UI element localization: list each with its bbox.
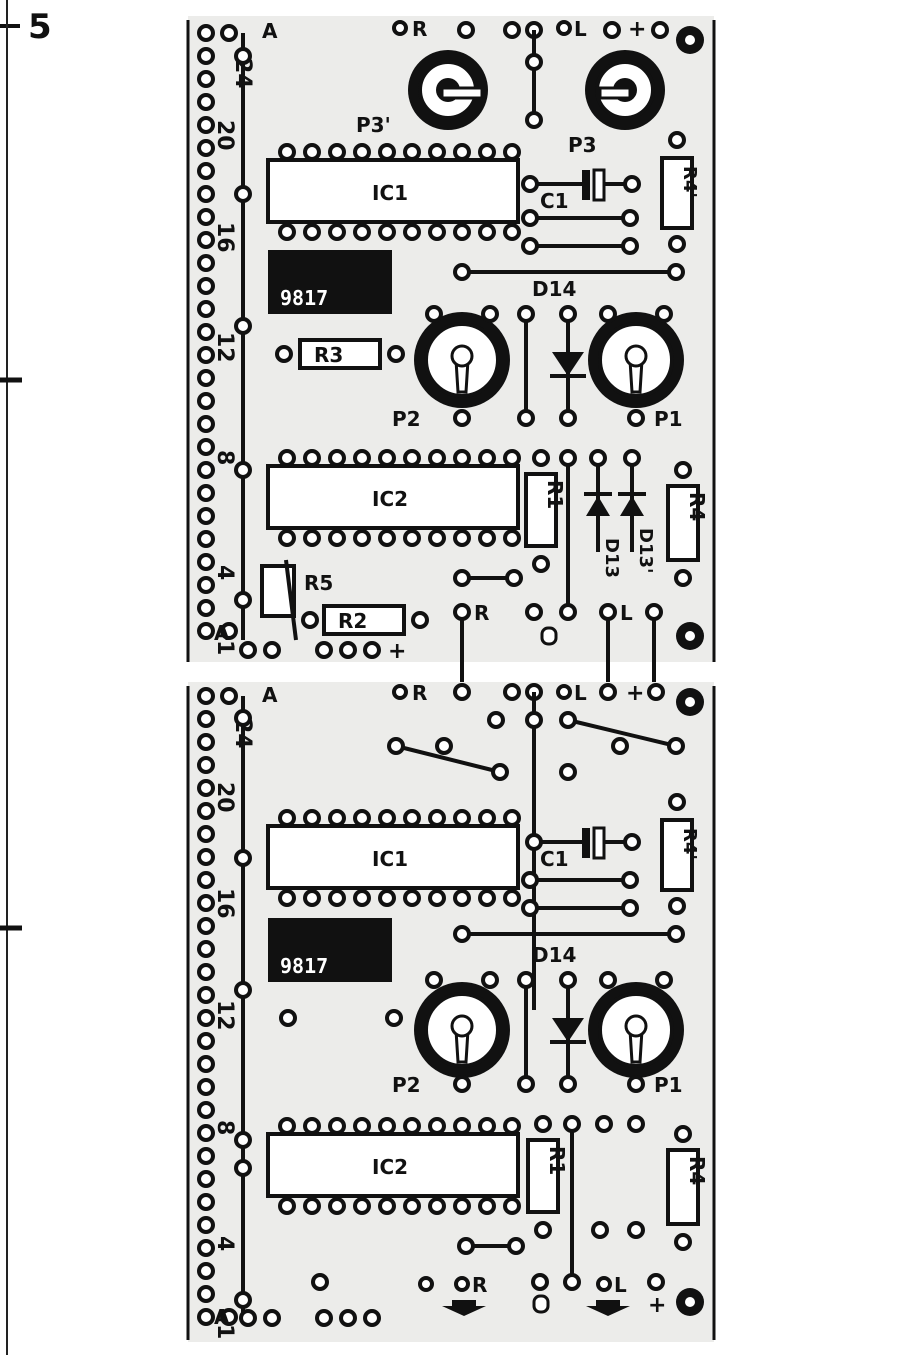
- svg-text:R2: R2: [338, 609, 367, 633]
- top-connection-labels: R L +: [392, 17, 704, 54]
- svg-text:A: A: [262, 19, 278, 43]
- c1-capacitor: C1: [525, 826, 641, 871]
- r4-prime-resistor: R4': [660, 793, 700, 915]
- r2-resistor: R2: [301, 604, 429, 636]
- svg-text:IC2: IC2: [372, 1155, 408, 1179]
- svg-text:8: 8: [212, 450, 237, 465]
- svg-text:P2: P2: [392, 407, 421, 431]
- svg-text:C1: C1: [540, 847, 569, 871]
- svg-text:R: R: [412, 681, 427, 705]
- svg-text:IC2: IC2: [372, 487, 408, 511]
- svg-text:P3: P3: [568, 133, 597, 157]
- svg-text:P3': P3': [356, 113, 391, 137]
- board-id-label: 9817: [268, 250, 392, 314]
- svg-text:L: L: [614, 1273, 627, 1297]
- svg-text:R3: R3: [314, 343, 343, 367]
- svg-text:+: +: [626, 681, 644, 706]
- r1-resistor: R1: [526, 1115, 569, 1239]
- svg-text:12: 12: [212, 1000, 237, 1031]
- r4-resistor: R4: [666, 461, 709, 587]
- svg-text:D14: D14: [532, 277, 576, 301]
- svg-text:9817: 9817: [280, 954, 328, 978]
- svg-text:1: 1: [212, 640, 237, 655]
- svg-text:+: +: [628, 17, 646, 42]
- svg-text:P1: P1: [654, 407, 683, 431]
- svg-text:P1: P1: [654, 1073, 683, 1097]
- d13-diodes: D13 D13': [559, 449, 656, 610]
- upper-bottom-pads: +: [239, 639, 406, 664]
- svg-text:20: 20: [212, 782, 237, 813]
- svg-text:P2: P2: [392, 1073, 421, 1097]
- p2-potentiometer: P2: [392, 971, 510, 1097]
- r1-resistor: R1: [524, 449, 567, 573]
- svg-text:D13: D13: [601, 538, 622, 578]
- mid-connection-labels: R L: [453, 569, 704, 650]
- svg-text:20: 20: [212, 120, 237, 151]
- lower-board: 24 20 16 12 8 4 1 A A 9817 R L: [186, 681, 716, 1342]
- svg-text:R1: R1: [543, 480, 567, 509]
- lower-bottom-pads: [239, 1309, 381, 1327]
- svg-text:R: R: [474, 601, 489, 625]
- svg-text:A: A: [214, 621, 230, 645]
- ic2-chip: IC2: [266, 1132, 520, 1198]
- edge-connector-pads: [197, 687, 238, 1326]
- svg-text:IC1: IC1: [372, 181, 408, 205]
- c1-capacitor: C1: [521, 168, 641, 213]
- r4-prime-resistor: R4': [660, 131, 700, 253]
- svg-text:R4: R4: [685, 1156, 709, 1185]
- svg-text:16: 16: [212, 888, 237, 919]
- svg-text:12: 12: [212, 332, 237, 363]
- p1-potentiometer: P1: [588, 971, 684, 1097]
- ic2-chip: IC2: [266, 464, 520, 530]
- edge-pin-numbers: 24 20 16 12 8 4 1 A A: [212, 683, 278, 1339]
- svg-text:4: 4: [212, 565, 237, 580]
- svg-text:R: R: [412, 17, 427, 41]
- svg-text:R4: R4: [685, 492, 709, 521]
- figure-number: 5: [0, 7, 52, 47]
- r3-resistor: R3: [275, 338, 405, 370]
- bottom-connection-labels: R L +: [311, 1273, 704, 1318]
- svg-text:R5: R5: [304, 571, 333, 595]
- p3-prime-potentiometer: P3': [356, 50, 488, 137]
- svg-text:R4': R4': [679, 166, 700, 198]
- svg-text:L: L: [574, 17, 587, 41]
- svg-text:16: 16: [212, 222, 237, 253]
- p2-potentiometer: P2: [392, 305, 510, 431]
- ic1-chip: IC1: [266, 824, 520, 890]
- svg-text:A: A: [214, 1305, 230, 1329]
- svg-text:1: 1: [212, 1324, 237, 1339]
- r5-resistor: R5: [260, 559, 333, 641]
- svg-text:IC1: IC1: [372, 847, 408, 871]
- svg-text:R4': R4': [679, 828, 700, 860]
- svg-text:D13': D13': [635, 528, 656, 574]
- ic1-chip: IC1: [266, 158, 520, 224]
- svg-text:+: +: [388, 639, 406, 664]
- svg-text:4: 4: [212, 1236, 237, 1251]
- p1-potentiometer: P1: [588, 305, 684, 431]
- svg-text:9817: 9817: [280, 286, 328, 310]
- r4-resistor: R4: [666, 1125, 709, 1251]
- svg-text:8: 8: [212, 1120, 237, 1135]
- svg-text:+: +: [648, 1293, 666, 1318]
- svg-text:5: 5: [28, 7, 52, 47]
- board-id-label: 9817: [268, 918, 392, 982]
- top-connection-labels: R L +: [392, 681, 704, 716]
- svg-text:C1: C1: [540, 189, 569, 213]
- svg-text:R: R: [472, 1273, 487, 1297]
- svg-text:D14: D14: [532, 943, 576, 967]
- svg-text:L: L: [620, 601, 633, 625]
- svg-text:R1: R1: [545, 1146, 569, 1175]
- edge-pin-numbers: 24 20 16 12 8 4 1 A A: [212, 19, 278, 655]
- d14-zener-diode: D14: [532, 943, 586, 1093]
- edge-connector-pads: [197, 24, 238, 640]
- d14-zener-diode: D14: [532, 277, 586, 427]
- svg-text:A: A: [262, 683, 278, 707]
- p3-potentiometer: P3: [568, 50, 665, 157]
- svg-text:L: L: [574, 681, 587, 705]
- upper-board: 24 20 16 12 8 4 1 A A 9817 IC1: [186, 16, 716, 690]
